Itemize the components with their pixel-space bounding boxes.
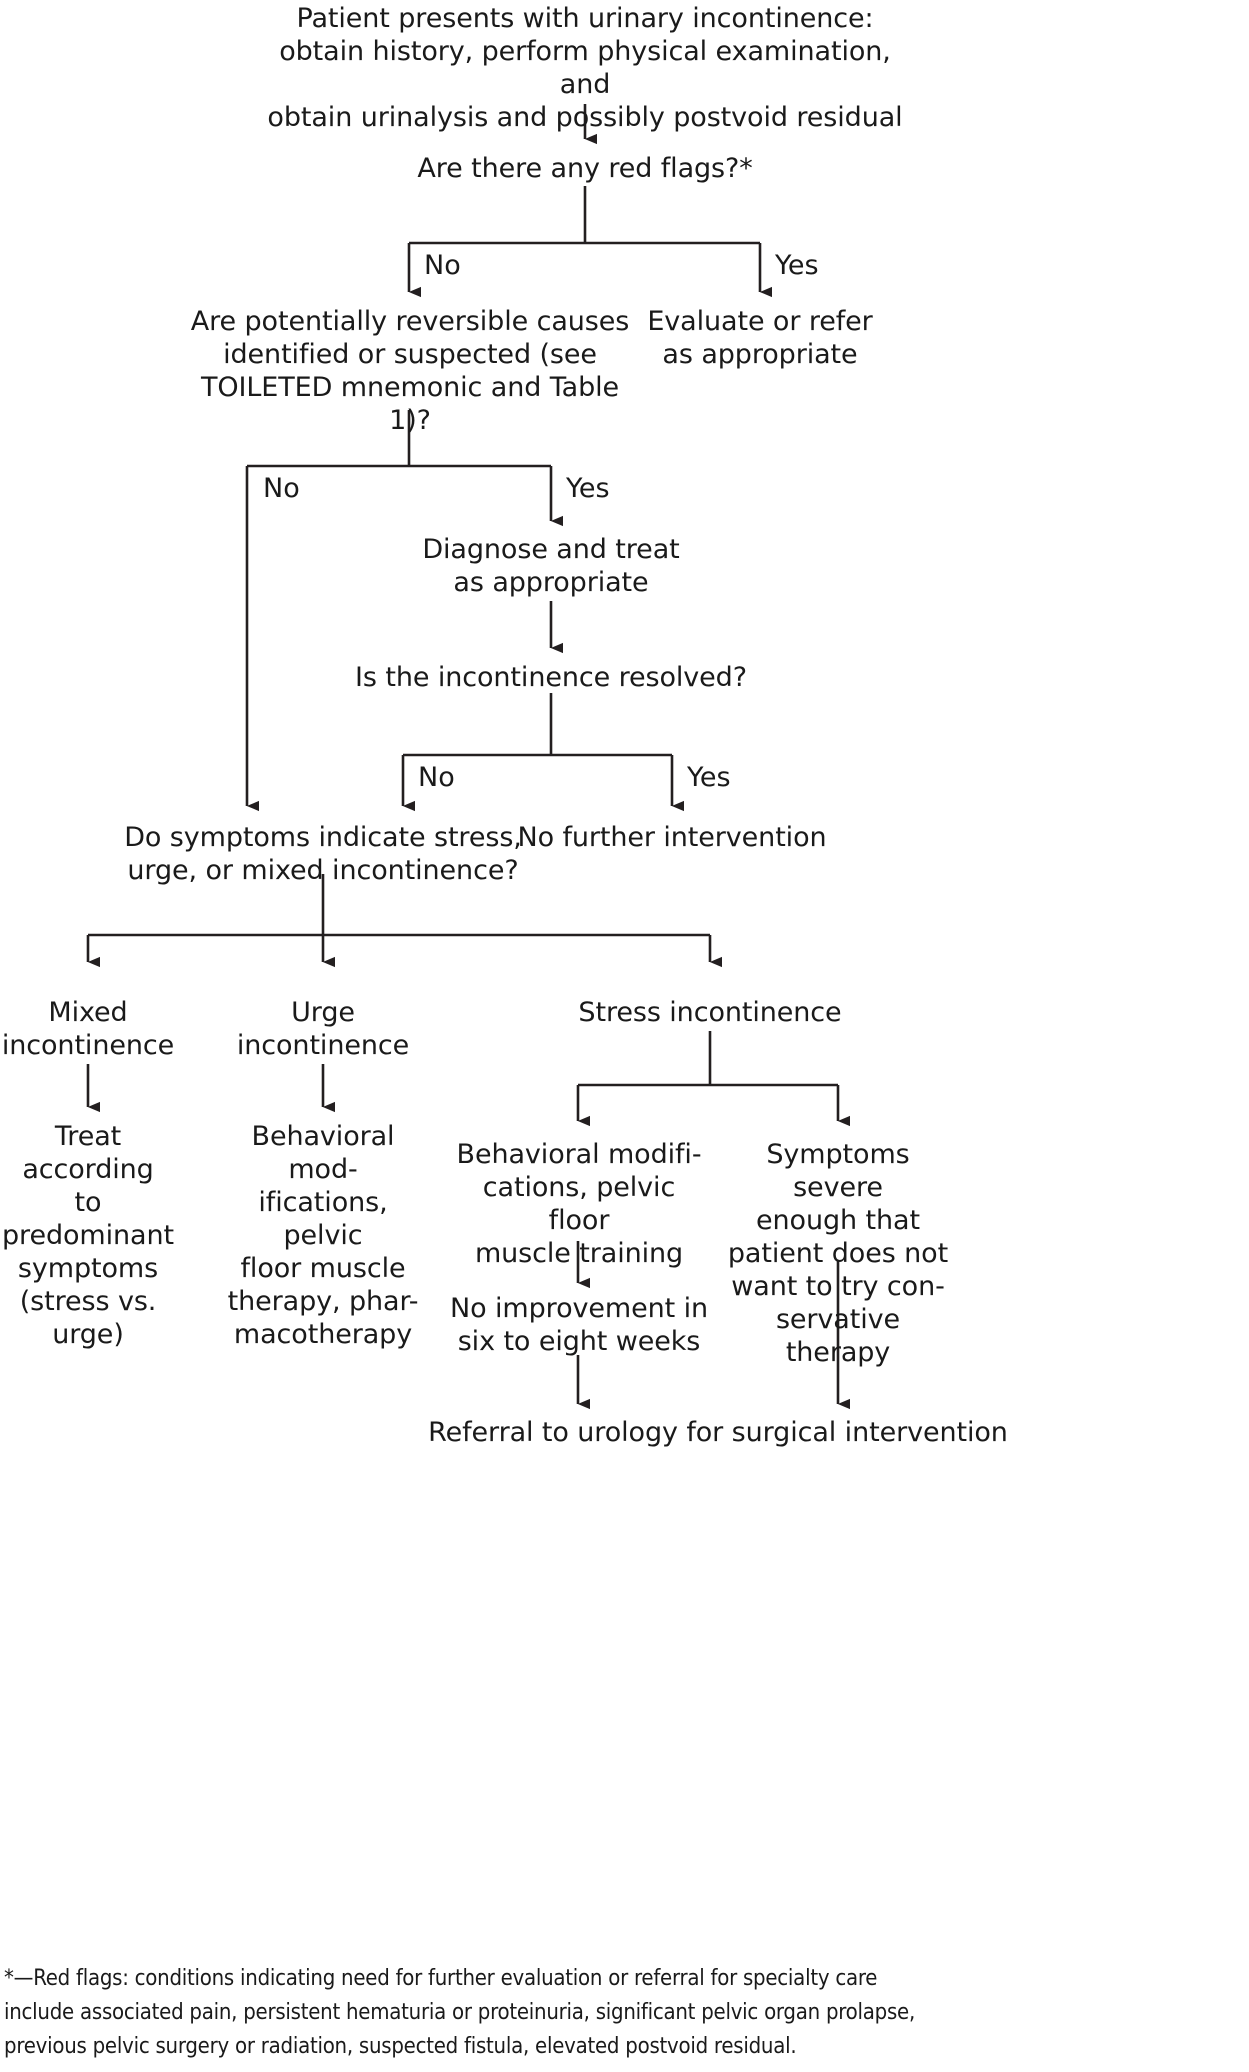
node-mixed-incontinence: Mixed incontinence [1,997,175,1061]
edge-label-resolved-no: No [418,762,455,793]
node-symptoms-question: Do symptoms indicate stress, urge, or mi… [124,822,522,886]
edge-label-redflags-yes: Yes [775,250,819,281]
edge-label-reversible-no: No [263,473,300,504]
edge-label-resolved-yes: Yes [687,762,731,793]
node-mixed-treatment: Treat according to predominant symptoms … [2,1121,174,1350]
node-urge-incontinence: Urge incontinence [236,997,410,1061]
node-incontinence-resolved-question: Is the incontinence resolved? [355,662,747,693]
node-stress-severe-symptoms: Symptoms severe enough that patient does… [727,1139,949,1368]
node-diagnose-and-treat: Diagnose and treat as appropriate [422,534,680,598]
node-start: Patient presents with urinary incontinen… [267,3,903,133]
edge-label-redflags-no: No [424,250,461,281]
footnote-red-flags: *—Red flags: conditions indicating need … [4,1966,915,2059]
node-referral-to-urology: Referral to urology for surgical interve… [428,1417,1008,1448]
node-stress-incontinence: Stress incontinence [578,997,842,1028]
node-stress-conservative-treatment: Behavioral modifi- cations, pelvic floor… [456,1139,702,1269]
node-no-further-intervention: No further intervention [517,822,827,853]
node-red-flags-question: Are there any red flags?* [417,153,753,184]
node-urge-treatment: Behavioral mod- ifications, pelvic floor… [227,1121,419,1350]
edge-label-reversible-yes: Yes [566,473,610,504]
node-evaluate-or-refer: Evaluate or refer as appropriate [647,306,873,370]
node-no-improvement: No improvement in six to eight weeks [450,1293,708,1357]
node-reversible-causes-question: Are potentially reversible causes identi… [190,306,630,436]
